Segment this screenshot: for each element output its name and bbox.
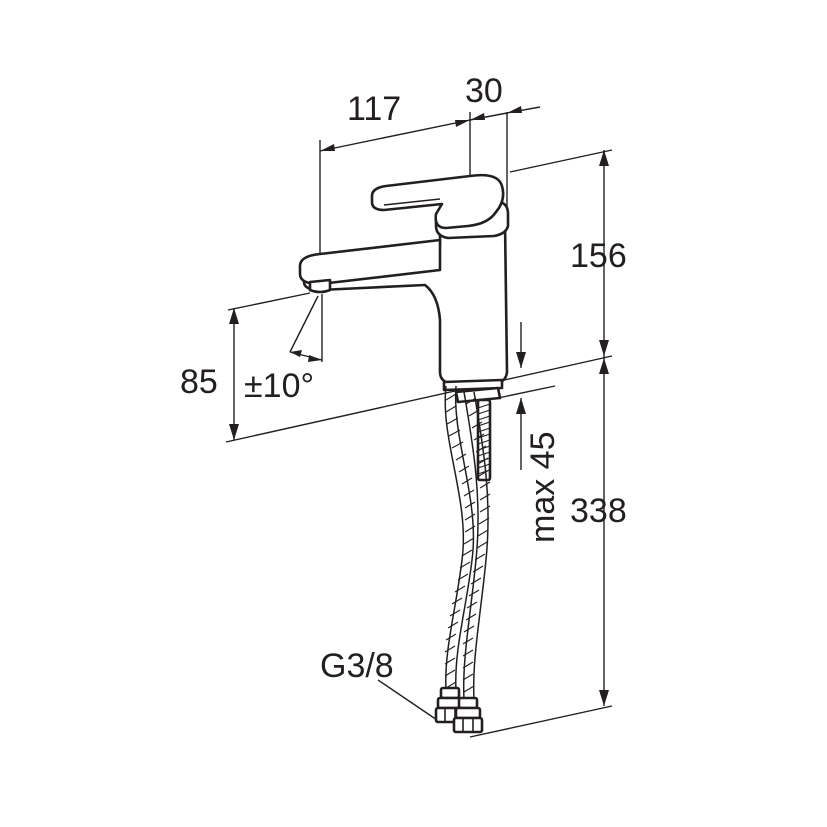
dim-156-label: 156: [570, 237, 627, 275]
dim-angle-label: ±10°: [244, 367, 314, 405]
arrowheads: [229, 106, 609, 706]
dimension-labels: 117 30 156 85 ±10° max 45 338 G3/8: [180, 72, 627, 685]
hose-braid-2: [462, 397, 491, 693]
dim-338-label: 338: [570, 492, 627, 530]
thread-g38-label: G3/8: [320, 647, 394, 685]
hoses: [434, 385, 491, 734]
faucet-body: [298, 173, 510, 392]
dim-85-label: 85: [180, 363, 218, 401]
dim-30-label: 30: [465, 72, 503, 110]
hose-fitting-right: [452, 696, 484, 734]
dim-117-label: 117: [347, 90, 401, 128]
mounting-stud: [454, 386, 502, 482]
dim-max45-label: max 45: [524, 432, 562, 544]
hose-braid: [444, 393, 476, 689]
